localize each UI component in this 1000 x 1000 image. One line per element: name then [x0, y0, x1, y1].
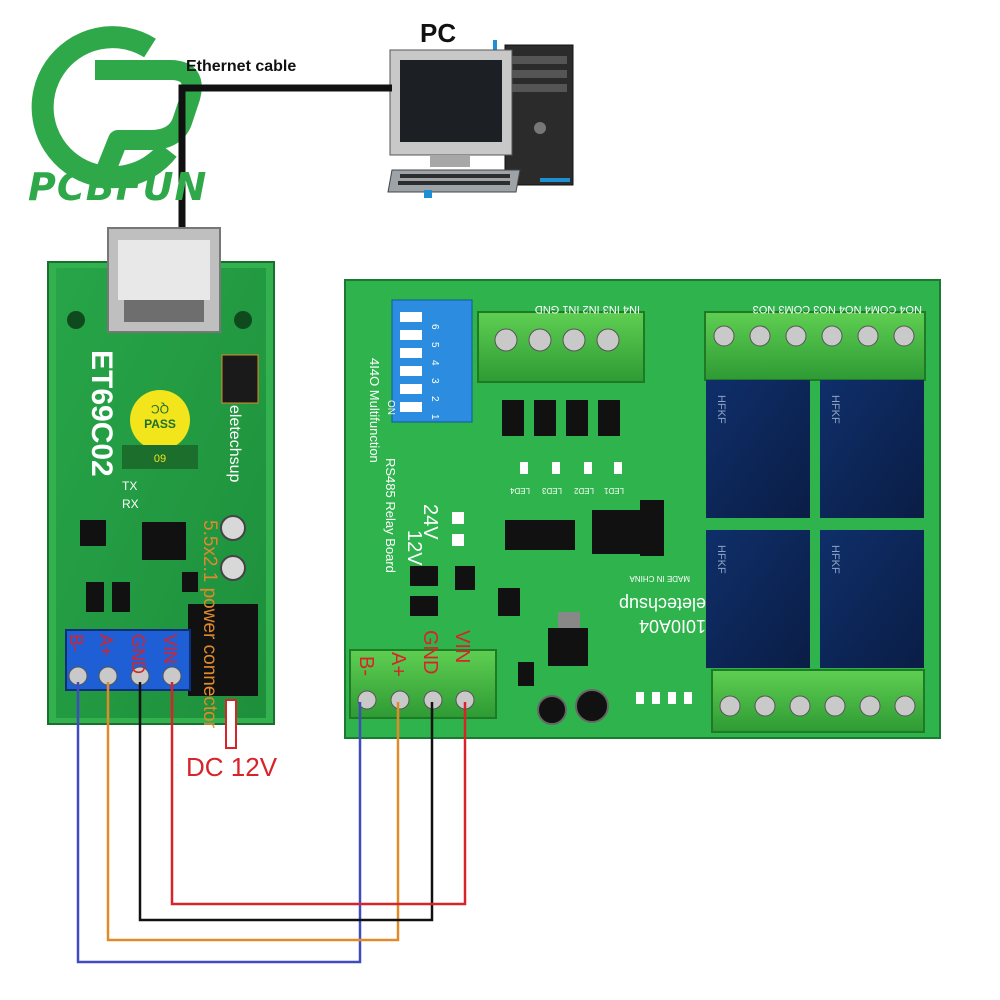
- wire-vin: [170, 682, 467, 906]
- dip-number-2: 2: [429, 396, 440, 402]
- tx-label: TX: [122, 479, 137, 493]
- gateway-maker: eletechsup: [226, 405, 243, 482]
- dip-number-5: 5: [429, 342, 440, 348]
- brand-name: PCBFUN: [28, 165, 208, 209]
- wire-gnd: [138, 682, 434, 922]
- relay-brand-3: HFKF: [715, 545, 727, 574]
- output-header: NO4 COM4 NO4 NO3 COM3 NO3: [753, 303, 922, 315]
- qc-line-1: QC: [151, 402, 169, 416]
- dip-number-4: 4: [429, 360, 440, 366]
- relay-2: [820, 380, 924, 518]
- relay-3: [706, 530, 810, 668]
- led-label-3: LED3: [541, 486, 562, 495]
- desktop-computer-icon: [387, 40, 574, 198]
- ethernet-gateway-module: [47, 227, 275, 725]
- made-in-label: MADE IN CHINA: [629, 574, 690, 583]
- rj45-jack: [107, 227, 221, 333]
- dip-number-3: 3: [429, 378, 440, 384]
- wire-a-plus: [106, 682, 400, 942]
- dip-number-6: 6: [429, 324, 440, 330]
- ethernet-cable: [178, 84, 392, 232]
- gateway-term-gnd: GND: [128, 634, 148, 674]
- board-model: 10I0A04: [639, 616, 706, 636]
- relay-term-a-plus: A+: [387, 652, 409, 677]
- led-label-1: LED1: [603, 486, 624, 495]
- board-maker: eletechsup: [619, 594, 706, 614]
- rx-label: RX: [122, 497, 139, 511]
- gateway-term-b-minus: B-: [66, 634, 86, 652]
- gateway-term-vin: VIN: [160, 634, 180, 664]
- status-leds: [520, 462, 692, 704]
- pc-label: PC: [420, 18, 457, 48]
- relay-brand-4: HFKF: [829, 545, 841, 574]
- relay-1: [706, 380, 810, 518]
- relay-term-b-minus: B-: [355, 656, 377, 676]
- gateway-model: ET69C02: [85, 350, 118, 477]
- dip-switch: [391, 299, 473, 423]
- qc-line-2: PASS: [144, 417, 176, 431]
- output-terminal-block-top: [704, 311, 926, 381]
- output-terminal-block-bottom: [711, 669, 925, 733]
- dip-on-label: ON: [385, 400, 396, 415]
- dc-power-label: DC 12V: [186, 752, 278, 782]
- ethernet-cable-label: Ethernet cable: [186, 58, 297, 75]
- input-header: IN4 IN3 IN2 IN1 GND: [535, 303, 640, 315]
- power-jack: [188, 604, 258, 696]
- relay-term-gnd: GND: [419, 630, 441, 674]
- power-jack-label: 5.5x2.1 power connector: [199, 520, 220, 729]
- gateway-term-a-plus: A+: [96, 634, 116, 657]
- relay-board: [344, 279, 941, 739]
- pcbfun-logo-icon: [31, 26, 202, 189]
- optocouplers: [502, 400, 620, 436]
- relay-4: [820, 530, 924, 668]
- board-title-line-1: 4I4O Multifunction: [367, 358, 382, 463]
- relay-brand-1: HFKF: [715, 395, 727, 424]
- relay-power-terminal-block: [349, 649, 497, 719]
- led-label-4: LED4: [509, 486, 530, 495]
- board-title-line-2: RS485 Relay Board: [383, 458, 398, 573]
- input-terminal-block: [477, 311, 645, 383]
- qc-line-3: 09: [154, 453, 166, 465]
- wire-b-minus: [76, 682, 362, 964]
- qc-pass-sticker: [122, 390, 198, 469]
- led-label-2: LED2: [573, 486, 594, 495]
- dc-power-plug: [225, 699, 237, 749]
- dip-number-1: 1: [429, 414, 440, 420]
- relay-brand-2: HFKF: [829, 395, 841, 424]
- voltage-24v: 24V: [419, 504, 441, 540]
- relay-term-vin: VIN: [451, 630, 473, 663]
- voltage-12v: 12V: [403, 530, 425, 566]
